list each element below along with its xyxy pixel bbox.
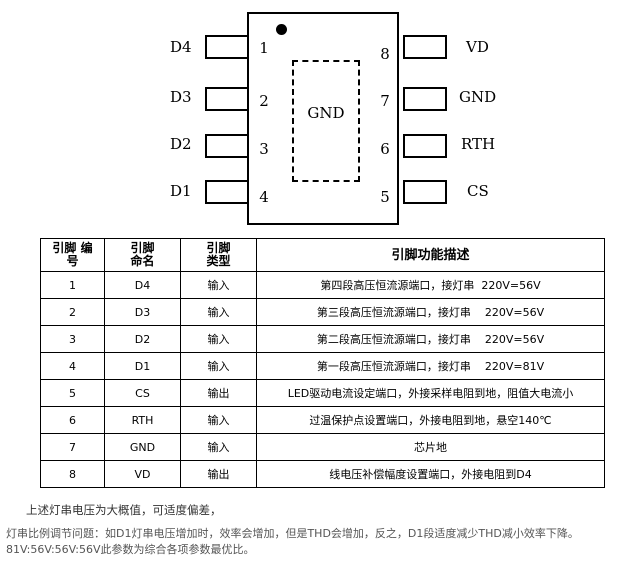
pin-6-number: 6 (380, 140, 390, 158)
cell-pin-number: 1 (40, 271, 105, 299)
cell-pin-type: 输入 (180, 325, 257, 353)
cell-pin-type: 输出 (180, 379, 257, 407)
cell-pin-description: 第二段高压恒流源端口，接灯串 220V=56V (256, 325, 605, 353)
header-pin-type: 引脚 类型 (180, 238, 257, 272)
pin-4-signal: D1 (170, 182, 192, 200)
ratio-note-line1: 灯串比例调节问题：如D1灯串电压增加时，效率会增加，但是THD会增加，反之，D1… (6, 527, 579, 540)
ratio-note-line2: 81V:56V:56V:56V此参数为综合各项参数最优比。 (6, 543, 255, 556)
cell-pin-number: 3 (40, 325, 105, 353)
pin-5-signal: CS (467, 182, 489, 200)
header-pin-number-line2: 号 (66, 254, 79, 268)
header-pin-number: 引脚 编 号 (40, 238, 105, 272)
ground-pad-label: GND (307, 104, 345, 122)
cell-pin-type: 输入 (180, 298, 257, 326)
chip-body (247, 12, 399, 225)
cell-pin-number: 5 (40, 379, 105, 407)
pin1-marker-dot (276, 24, 287, 35)
pin-4-number: 4 (259, 188, 269, 206)
cell-pin-type: 输入 (180, 352, 257, 380)
cell-pin-name: D2 (104, 325, 181, 353)
pin-2-lead (205, 87, 249, 111)
pin-1-number: 1 (259, 39, 269, 57)
cell-pin-type: 输出 (180, 460, 257, 488)
header-pin-name: 引脚 命名 (104, 238, 181, 272)
cell-pin-description: 第一段高压恒流源端口，接灯串 220V=81V (256, 352, 605, 380)
pin-5-number: 5 (380, 188, 390, 206)
cell-pin-number: 7 (40, 433, 105, 461)
table-row: 3 D2 输入 第二段高压恒流源端口，接灯串 220V=56V (40, 325, 605, 353)
pin-4-lead (205, 180, 249, 204)
table-row: 1 D4 输入 第四段高压恒流源端口，接灯串 220V=56V (40, 271, 605, 299)
pin-3-lead (205, 134, 249, 158)
pin-6-signal: RTH (461, 135, 496, 153)
table-row: 4 D1 输入 第一段高压恒流源端口，接灯串 220V=81V (40, 352, 605, 380)
table-header-row: 引脚 编 号 引脚 命名 引脚 类型 引脚功能描述 (40, 238, 605, 272)
pin-2-signal: D3 (170, 88, 192, 106)
pin-5-lead (403, 180, 447, 204)
pin-8-lead (403, 35, 447, 59)
cell-pin-name: CS (104, 379, 181, 407)
cell-pin-description: 线电压补偿幅度设置端口，外接电阻到D4 (256, 460, 605, 488)
voltage-note: 上述灯串电压为大概值，可适度偏差， (26, 503, 222, 517)
header-pin-name-line2: 命名 (130, 254, 155, 268)
pin-7-number: 7 (380, 92, 390, 110)
cell-pin-name: GND (104, 433, 181, 461)
header-pin-type-line2: 类型 (206, 254, 231, 268)
ratio-note: 灯串比例调节问题：如D1灯串电压增加时，效率会增加，但是THD会增加，反之，D1… (6, 526, 636, 558)
cell-pin-name: RTH (104, 406, 181, 434)
pin-6-lead (403, 134, 447, 158)
cell-pin-number: 4 (40, 352, 105, 380)
table-row: 6 RTH 输入 过温保护点设置端口，外接电阻到地，悬空140℃ (40, 406, 605, 434)
cell-pin-description: 第四段高压恒流源端口，接灯串 220V=56V (256, 271, 605, 299)
chip-pinout-diagram: GND D4 D3 D2 D1 1 2 3 4 8 7 6 5 VD GND R… (0, 0, 640, 236)
pin-2-number: 2 (259, 92, 269, 110)
cell-pin-description: LED驱动电流设定端口，外接采样电阻到地，阻值大电流小 (256, 379, 605, 407)
cell-pin-type: 输入 (180, 433, 257, 461)
cell-pin-number: 2 (40, 298, 105, 326)
cell-pin-description: 第三段高压恒流源端口，接灯串 220V=56V (256, 298, 605, 326)
cell-pin-number: 8 (40, 460, 105, 488)
cell-pin-description: 芯片地 (256, 433, 605, 461)
cell-pin-description: 过温保护点设置端口，外接电阻到地，悬空140℃ (256, 406, 605, 434)
ground-pad (292, 60, 360, 182)
cell-pin-name: VD (104, 460, 181, 488)
header-pin-number-line1: 引脚 编 (52, 241, 93, 255)
pin-1-signal: D4 (170, 38, 192, 56)
pin-3-number: 3 (259, 140, 269, 158)
pin-7-lead (403, 87, 447, 111)
table-row: 2 D3 输入 第三段高压恒流源端口，接灯串 220V=56V (40, 298, 605, 326)
pin-8-number: 8 (380, 45, 390, 63)
pin-8-signal: VD (466, 38, 489, 56)
cell-pin-number: 6 (40, 406, 105, 434)
cell-pin-name: D3 (104, 298, 181, 326)
header-pin-name-line1: 引脚 (130, 241, 155, 255)
table-row: 5 CS 输出 LED驱动电流设定端口，外接采样电阻到地，阻值大电流小 (40, 379, 605, 407)
table-row: 8 VD 输出 线电压补偿幅度设置端口，外接电阻到D4 (40, 460, 605, 488)
header-pin-function: 引脚功能描述 (256, 238, 605, 272)
cell-pin-type: 输入 (180, 406, 257, 434)
cell-pin-name: D4 (104, 271, 181, 299)
table-row: 7 GND 输入 芯片地 (40, 433, 605, 461)
pin-7-signal: GND (459, 88, 497, 106)
cell-pin-name: D1 (104, 352, 181, 380)
cell-pin-type: 输入 (180, 271, 257, 299)
pin-3-signal: D2 (170, 135, 192, 153)
pin-function-table: 引脚 编 号 引脚 命名 引脚 类型 引脚功能描述 1 D4 输入 第四段高压恒… (40, 238, 605, 488)
header-pin-type-line1: 引脚 (206, 241, 231, 255)
pin-1-lead (205, 35, 249, 59)
